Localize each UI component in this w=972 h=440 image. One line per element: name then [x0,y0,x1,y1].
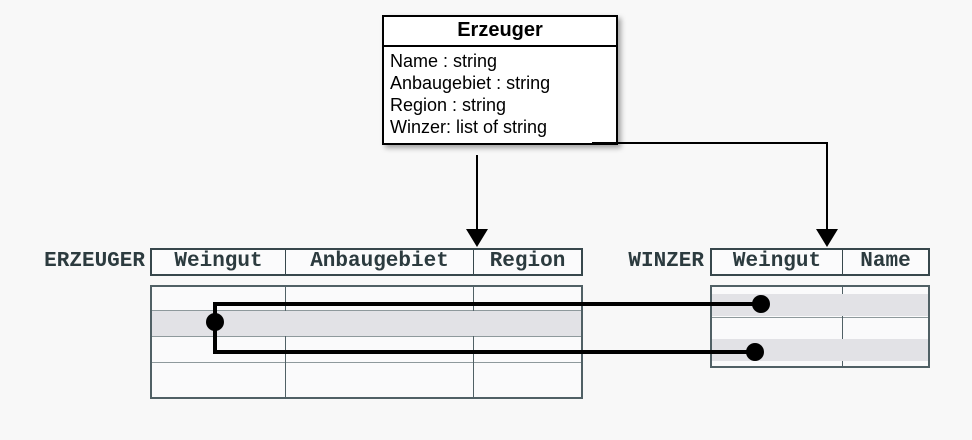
erzeuger-header-cell-weingut: Weingut [152,250,286,274]
erzeuger-row-divider [152,310,581,311]
erzeuger-column-divider [473,287,474,397]
erzeuger-row-divider [152,336,581,337]
winzer-table-body [710,285,930,368]
winzer-header-cell-weingut: Weingut [712,250,843,274]
winzer-table-header: Weingut Name [710,248,930,276]
class-attribute-list: Name : string Anbaugebiet : string Regio… [384,47,616,143]
class-title: Erzeuger [384,17,616,47]
relation-dot-winzer-row-4 [746,343,764,361]
relation-dot-winzer-row-2 [752,295,770,313]
erzeuger-table-label: ERZEUGER [44,250,145,273]
winzer-header-cell-name: Name [860,250,911,273]
relation-line-top [213,302,763,306]
relation-line-bottom [213,350,757,354]
class-to-erzeuger-arrowhead-icon [466,229,488,247]
erzeuger-header-cell-region: Region [489,250,566,273]
class-attribute-winzer: Winzer: list of string [390,117,548,137]
winzer-table-label: WINZER [628,250,704,273]
relation-dot-erzeuger-row [206,313,224,331]
class-attribute-anbaugebiet: Anbaugebiet : string [390,73,551,93]
winzer-row-divider [712,317,928,318]
winzer-attr-arrowhead-icon [816,229,838,247]
erzeuger-row-divider [152,362,581,363]
class-attribute-name: Name : string [390,51,498,71]
winzer-attr-arrow-horizontal-line [592,142,828,144]
erzeuger-header-cell-anbaugebiet: Anbaugebiet [286,250,474,274]
class-attribute-region: Region : string [390,95,507,115]
winzer-column-divider [842,287,843,366]
winzer-highlighted-row [712,339,928,361]
winzer-attr-arrow-vertical-line [826,142,828,231]
erzeuger-column-divider [285,287,286,397]
erzeuger-table-header: Weingut Anbaugebiet Region [150,248,583,276]
class-to-erzeuger-arrow-line [476,155,478,231]
class-box-erzeuger: Erzeuger Name : string Anbaugebiet : str… [382,15,618,145]
